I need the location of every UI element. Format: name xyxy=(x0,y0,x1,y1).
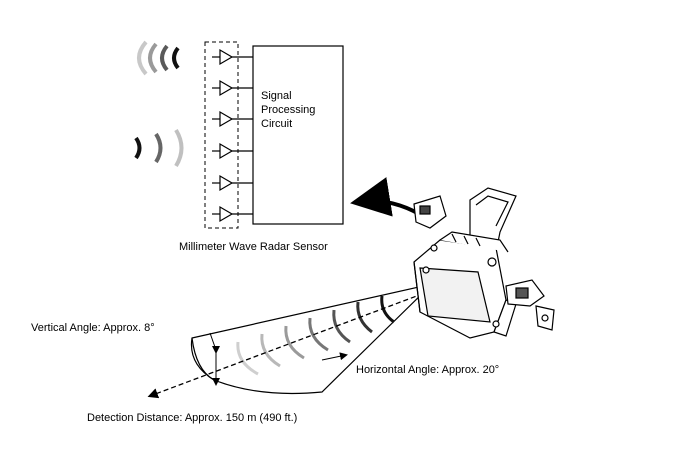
circuit-label-line1: Signal xyxy=(261,90,292,102)
antenna-array xyxy=(212,48,253,223)
antenna-triangle-icon xyxy=(212,205,253,223)
radio-wave-incoming-icon xyxy=(134,128,184,168)
detection-fan xyxy=(147,282,439,399)
horizontal-angle-label: Horizontal Angle: Approx. 20° xyxy=(356,364,499,376)
vertical-angle-label: Vertical Angle: Approx. 8° xyxy=(31,322,155,334)
antenna-array-outline xyxy=(204,41,239,229)
radar-sensor-unit-illustration xyxy=(413,187,555,339)
antenna-triangle-icon xyxy=(212,79,253,97)
antenna-triangle-icon xyxy=(212,174,253,192)
signal-processing-circuit-box xyxy=(252,45,344,225)
antenna-triangle-icon xyxy=(212,48,253,66)
detection-distance-label: Detection Distance: Approx. 150 m (490 f… xyxy=(87,412,297,424)
sensor-label: Millimeter Wave Radar Sensor xyxy=(179,241,328,253)
circuit-label-line2: Processing xyxy=(261,104,315,116)
antenna-triangle-icon xyxy=(212,142,253,160)
radio-wave-outgoing-icon xyxy=(137,40,180,76)
circuit-label-line3: Circuit xyxy=(261,118,292,130)
antenna-triangle-icon xyxy=(212,110,253,128)
